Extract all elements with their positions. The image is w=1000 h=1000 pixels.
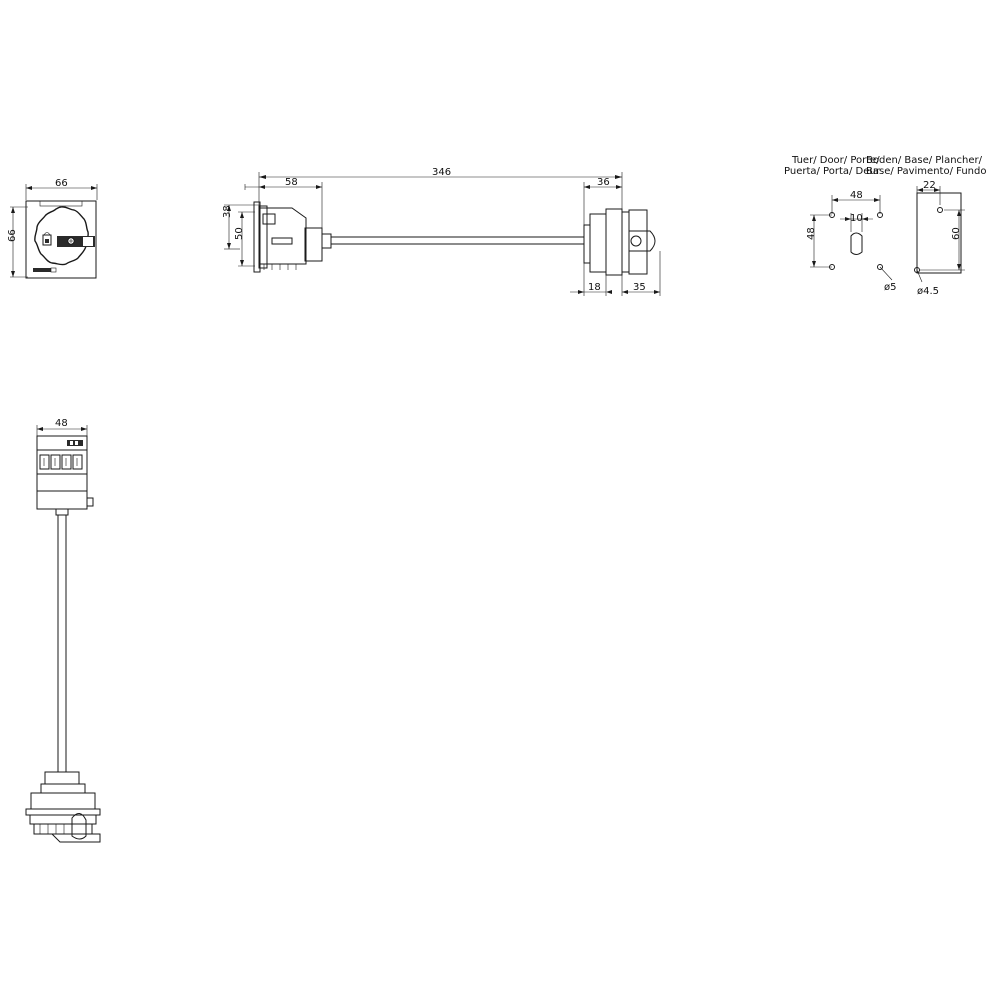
padlock-icon	[42, 232, 52, 246]
front-width-dimension: 66	[25, 178, 98, 200]
dim-height-50-label: 50	[234, 227, 245, 240]
dim-total-length: 346	[258, 167, 623, 210]
dim-18-label: 18	[588, 282, 601, 293]
top-view: 48	[25, 418, 101, 843]
front-width-label: 66	[55, 178, 68, 189]
dim-handle-depth-label: 36	[597, 177, 610, 188]
base-label-line2: Base/ Pavimento/ Fundo	[866, 166, 986, 177]
dim-body-depth-label: 58	[285, 177, 298, 188]
base-label-line1: Boden/ Base/ Plancher/	[866, 155, 983, 166]
dim-total-length-label: 346	[432, 167, 451, 178]
switch-body-top	[36, 435, 94, 516]
base-dim-22: 22	[923, 180, 936, 191]
door-label-line2: Puerta/ Porta/ Deur	[784, 166, 881, 177]
door-dim-48-v: 48	[806, 227, 817, 240]
dim-height-38-label: 38	[222, 205, 233, 218]
side-view: 346 58 38 50	[222, 167, 661, 296]
terminal-screws	[39, 454, 83, 470]
front-height-label: 66	[7, 229, 18, 242]
base-cutout: 22 60 ø4.5	[914, 180, 965, 297]
door-handle-top	[25, 771, 101, 843]
base-hole-dia: ø4.5	[917, 286, 939, 297]
door-cutout: 48 10 48 ø5	[806, 190, 896, 293]
door-dim-48-h: 48	[850, 190, 863, 201]
door-handle-side	[583, 208, 656, 276]
extension-shaft-side	[321, 233, 584, 249]
dim-body-depth: 58	[244, 177, 323, 232]
top-width-label: 48	[55, 418, 68, 429]
extension-shaft-top	[57, 515, 67, 772]
dim-handle-depth: 36	[583, 177, 622, 225]
door-label-line1: Tuer/ Door/ Porte/	[791, 155, 880, 166]
rotary-knob-outline	[34, 206, 89, 266]
base-dim-60: 60	[951, 227, 962, 240]
dim-18: 18	[570, 263, 612, 296]
rotary-handle-lever	[57, 236, 95, 247]
front-height-dimension: 66	[7, 206, 28, 278]
front-view: 66 66	[7, 178, 98, 279]
brand-label-strip	[33, 267, 57, 273]
door-hole-dia: ø5	[884, 282, 896, 293]
door-dim-10: 10	[850, 213, 863, 224]
cutout-drawings: Tuer/ Door/ Porte/ Puerta/ Porta/ Deur B…	[784, 155, 986, 297]
switch-body-side	[253, 201, 323, 273]
dim-35-label: 35	[633, 282, 646, 293]
dim-height-50: 50	[234, 211, 255, 267]
top-width-dimension: 48	[36, 418, 88, 438]
dim-35: 35	[621, 251, 661, 296]
